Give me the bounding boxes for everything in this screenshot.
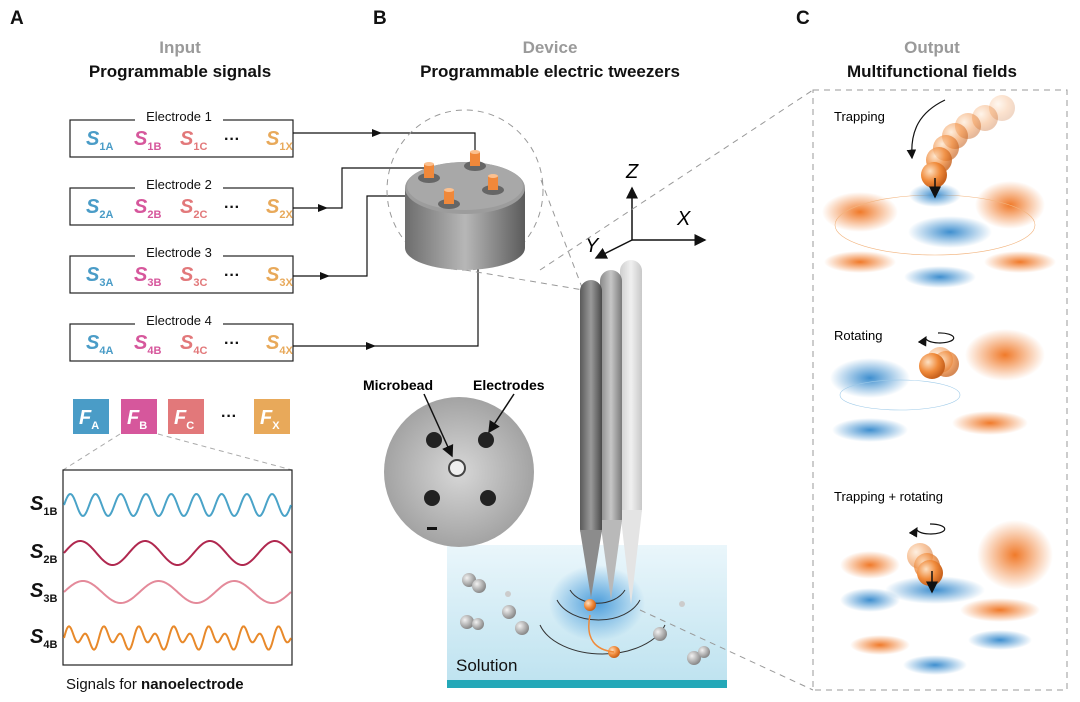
- wire-electrode-1: [293, 132, 476, 158]
- signal-subscript: 2B: [147, 209, 161, 221]
- signal-ellipsis: ···: [224, 199, 240, 216]
- signal-subscript: 3X: [279, 277, 293, 289]
- nanopipettes: [580, 260, 642, 605]
- frequency-box-A: [73, 399, 109, 434]
- zoom-lines-a: [62, 433, 293, 471]
- microscope-image: [384, 393, 534, 547]
- electrode-box-4: Electrode 4: [69, 313, 294, 362]
- axis-x-label: X: [676, 208, 691, 230]
- panel-letter-b: B: [373, 8, 387, 29]
- waveform-labels: S1B S2B S3B S4B: [30, 493, 57, 651]
- microbead-label: Microbead: [363, 377, 433, 393]
- waveform-caption: Signals for nanoelectrode: [66, 676, 326, 693]
- waveform-label-subscript: 4B: [43, 639, 57, 651]
- waveforms: [63, 492, 292, 651]
- panel-letter-c: C: [796, 8, 810, 29]
- output-subheading: Multifunctional fields: [847, 62, 1017, 81]
- waveform-caption-prefix: Signals for: [66, 676, 142, 693]
- signal-subscript: 4A: [99, 345, 113, 357]
- signal-subscript: 1C: [193, 141, 207, 153]
- electrode-1-label: Electrode 1: [146, 109, 212, 124]
- frequency-box-X: [254, 399, 290, 434]
- waveform-2: [63, 539, 292, 566]
- axis-y-label: Y: [585, 235, 600, 257]
- wire-arrows: [318, 129, 382, 350]
- frequency-box-C: [168, 399, 204, 434]
- solution-beads: [460, 573, 710, 665]
- electrode-2-label: Electrode 2: [146, 177, 212, 192]
- signal-subscript: 1A: [99, 141, 113, 153]
- waveform-caption-bold: nanoelectrode: [141, 676, 244, 693]
- solution-label: Solution: [456, 656, 517, 675]
- waveform-3: [63, 579, 292, 605]
- panel-letter-a: A: [10, 8, 24, 29]
- waveform-label-subscript: 2B: [43, 554, 57, 566]
- frequency-subscript: A: [91, 420, 99, 432]
- scale-bar: [427, 527, 437, 530]
- electrode-pins: [418, 150, 504, 209]
- coordinate-axes: [594, 186, 707, 259]
- axis-z-label: Z: [625, 161, 639, 183]
- signal-ellipsis: ···: [224, 335, 240, 352]
- electrode-box-2: Electrode 2: [69, 177, 294, 226]
- signal-subscript: 2C: [193, 209, 207, 221]
- electrodes-label: Electrodes: [473, 377, 545, 393]
- signal-subscript: 3C: [193, 277, 207, 289]
- output-trapping-label: Trapping: [834, 109, 885, 124]
- device-subheading: Programmable electric tweezers: [420, 62, 680, 81]
- waveform-1: [63, 492, 292, 518]
- electrode-cylinder: [405, 150, 525, 270]
- electrode-4-label: Electrode 4: [146, 313, 212, 328]
- signal-subscript: 2A: [99, 209, 113, 221]
- input-heading: Input: [159, 38, 201, 57]
- electrode-3-label: Electrode 3: [146, 245, 212, 260]
- zoom-lines-c: [539, 89, 814, 691]
- output-rotating: [830, 329, 1045, 442]
- signal-subscript: 4X: [279, 345, 293, 357]
- output-trapping-rotating-label: Trapping + rotating: [834, 489, 943, 504]
- signal-subscript: 4C: [193, 345, 207, 357]
- output-rotating-label: Rotating: [834, 328, 882, 343]
- device-heading: Device: [522, 38, 578, 57]
- waveform-label-4: S4B: [30, 626, 57, 651]
- output-trapping: [822, 95, 1056, 288]
- signal-subscript: 2X: [279, 209, 293, 221]
- waveform-4: [63, 625, 292, 651]
- frequency-subscript: C: [186, 420, 194, 432]
- output-trapping-rotating: [840, 520, 1053, 675]
- frequency-subscript: B: [139, 420, 147, 432]
- signal-subscript: 3A: [99, 277, 113, 289]
- frequency-subscript: X: [272, 420, 280, 432]
- output-heading: Output: [904, 38, 960, 57]
- signal-subscript: 1B: [147, 141, 161, 153]
- waveform-label-subscript: 3B: [43, 593, 57, 605]
- signal-ellipsis: ···: [224, 131, 240, 148]
- input-subheading: Programmable signals: [88, 62, 272, 81]
- signal-ellipsis: ···: [224, 267, 240, 284]
- signal-subscript: 1X: [279, 141, 293, 153]
- signal-subscript: 3B: [147, 277, 161, 289]
- electrode-box-1: Electrode 1: [69, 109, 294, 158]
- waveform-label-2: S2B: [30, 541, 57, 566]
- frequency-ellipsis: ···: [221, 408, 237, 425]
- signal-subscript: 4B: [147, 345, 161, 357]
- waveform-label-subscript: 1B: [43, 506, 57, 518]
- electrode-box-3: Electrode 3: [69, 245, 294, 294]
- waveform-label-3: S3B: [30, 580, 57, 605]
- waveform-label-1: S1B: [30, 493, 57, 518]
- frequency-box-B: [121, 399, 157, 434]
